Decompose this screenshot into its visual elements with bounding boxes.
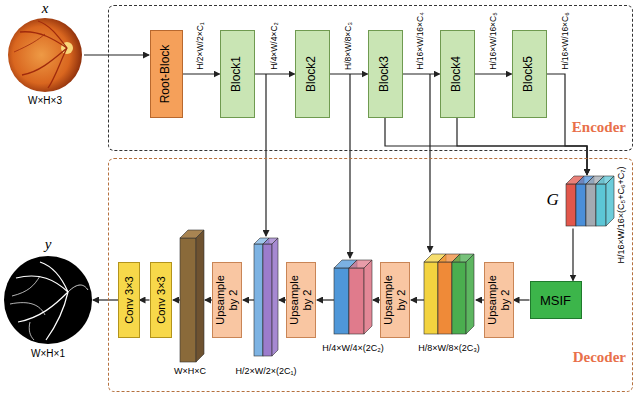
fundus-image [8,18,82,92]
concat-cube-4 [334,260,372,334]
upsample-block: Upsample by 2 [286,262,316,338]
upsample-block: Upsample by 2 [212,262,242,338]
block-label: Block1 [230,34,244,114]
upsample-block: Upsample by 2 [380,262,410,338]
encoder-block: Block2 [295,30,330,118]
block-label: Upsample by 2 [214,273,239,327]
variable-name: y [45,236,52,253]
encoder-block: Block1 [220,30,255,118]
conv-block: Conv 3×3 [150,262,172,338]
block-label: Block5 [522,34,536,114]
feature-cube-g [566,176,614,226]
upsample-block: Upsample by 2 [484,262,514,338]
size-label: H/8×W/8×(2C₃) [418,343,480,353]
concat-cube-2 [254,238,278,356]
dimension-label: H/2×W/2×C₁ [196,23,206,70]
feature-name: G [547,190,559,210]
dimension-label: H/16×W/16×C₆ [561,13,571,70]
connector [514,299,530,300]
size-label: W×H×C [174,366,206,376]
concat-cube-8 [424,254,474,334]
dimension-label: H/16×W/16×C₅ [489,13,499,70]
variable-name: x [42,0,49,17]
decoder-region: DecoderGH/16×W/16×(C₅+C₆+C₇)MSIFUpsample… [108,158,633,392]
dimension-label: H/4×W/4×C₂ [270,22,280,70]
region-title: Encoder [572,119,626,136]
vessel-map [4,256,92,344]
connector [255,73,295,74]
block-label: Conv 3×3 [122,265,135,335]
conv-block: Conv 3×3 [118,262,140,338]
encoder-region: Encoder Root-Block Block1 Block2 Block3 Block… [108,5,633,151]
connector [475,73,512,74]
block-label: Block3 [378,34,392,114]
dimension-label: H/8×W/8×C₃ [344,22,354,70]
full-resolution-feature [180,230,204,362]
block-label: Upsample by 2 [288,273,313,327]
size-label: H/2×W/2×(2C₁) [235,366,296,376]
feature-stack: GH/16×W/16×(C₅+C₆+C₇) [545,175,616,229]
msif-module: MSIF [530,281,582,319]
root-block: Root-Block [150,30,183,118]
size-label: W×H×3 [28,95,62,107]
connector [385,118,587,175]
encoder-block: Block3 [368,30,403,118]
block-label: Block2 [305,34,319,114]
dimension-label: H/16×W/16×(C₅+C₆+C₇) [616,166,626,263]
region-title: Decoder [573,349,626,366]
connector [183,73,220,74]
connector [140,299,150,300]
encoder-block: Block4 [440,30,475,118]
block-label: Upsample by 2 [486,273,511,327]
connector [403,73,440,74]
encoder-block: Block5 [512,30,547,118]
connector [572,229,573,281]
block-label: Root-Block [159,34,173,114]
block-label: Block4 [450,34,464,114]
block-label: Conv 3×3 [154,265,167,335]
size-label: W×H×1 [31,348,65,360]
input-arrow [84,54,149,55]
block-label: Upsample by 2 [382,273,407,327]
block-label: MSIF [540,292,571,307]
connector [330,73,368,74]
size-label: H/4×W/4×(2C₂) [322,343,384,353]
dimension-label: H/16×W/16×C₄ [416,13,426,70]
skip-connections [266,74,430,258]
